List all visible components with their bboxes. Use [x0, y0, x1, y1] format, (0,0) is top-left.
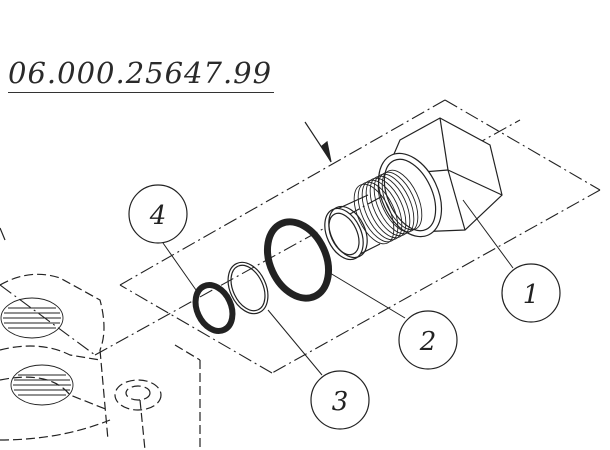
svg-text:4: 4	[149, 201, 167, 231]
part-number-title: 06.000.25647.99	[8, 54, 275, 93]
callout-4: 4	[129, 185, 187, 243]
valve-body	[0, 274, 200, 450]
small-o-ring-part-4	[188, 279, 239, 337]
thread-lines	[346, 164, 430, 250]
svg-text:3: 3	[332, 387, 349, 417]
insertion-arrow	[305, 122, 331, 162]
svg-text:2: 2	[419, 327, 437, 357]
large-o-ring-part-2	[256, 212, 341, 308]
callout-3: 3	[311, 371, 369, 429]
svg-text:1: 1	[523, 280, 540, 310]
hex-fitting-part-1	[317, 118, 502, 266]
callout-2: 2	[399, 311, 457, 369]
assembly-envelope	[120, 100, 600, 373]
threaded-port-upper	[1, 298, 63, 338]
left-leader-line	[0, 228, 5, 240]
leader-lines	[163, 200, 513, 375]
axis-line	[0, 120, 520, 355]
backup-ring-part-3	[220, 256, 275, 320]
threaded-port-lower	[11, 365, 73, 405]
callout-1: 1	[502, 264, 560, 322]
